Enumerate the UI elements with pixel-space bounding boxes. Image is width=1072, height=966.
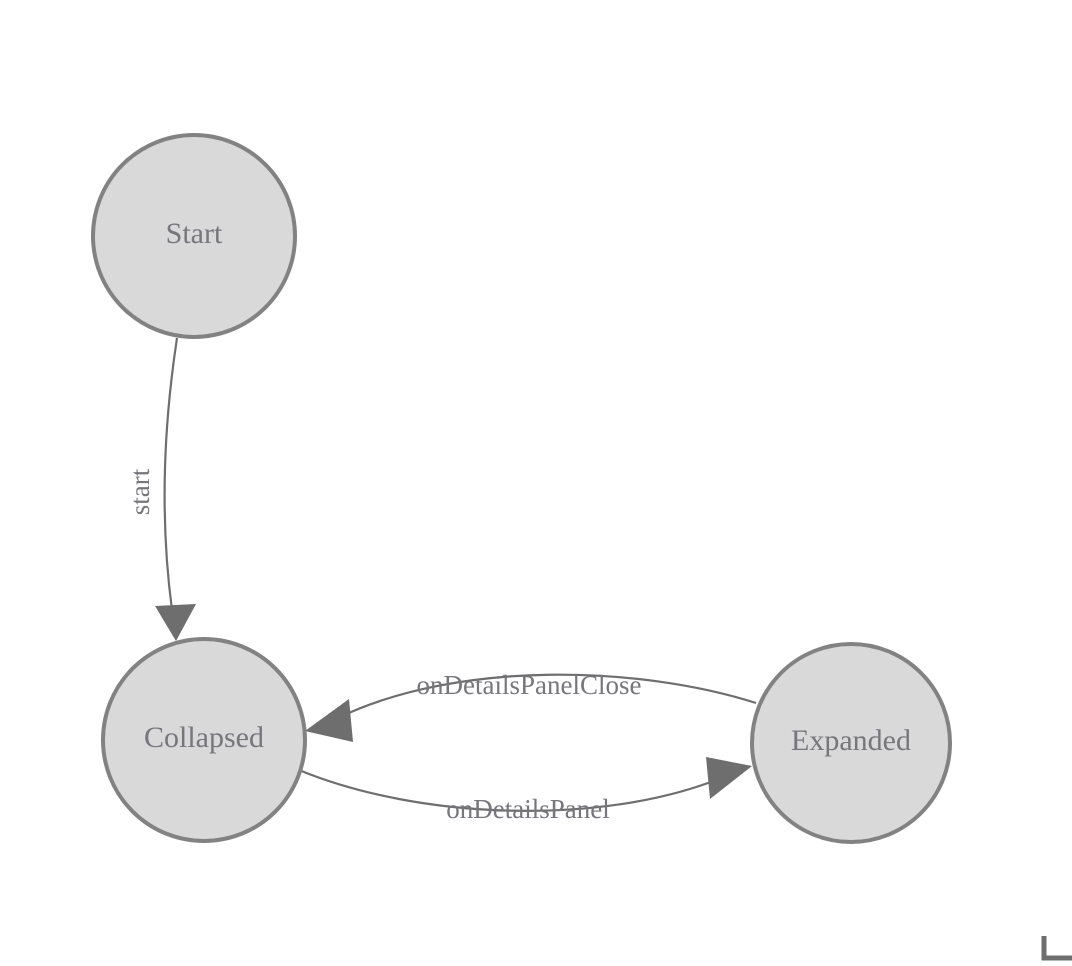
node-shape — [750, 642, 952, 844]
node-collapsed[interactable]: Collapsed — [101, 637, 307, 843]
arrowhead-icon — [305, 699, 353, 742]
node-shape — [91, 133, 297, 339]
edge-label-on-details-panel: onDetailsPanel — [446, 794, 609, 824]
edge-collapsed-to-expanded[interactable]: onDetailsPanel — [298, 757, 752, 824]
edge-path — [339, 673, 757, 718]
node-shape — [101, 637, 307, 843]
node-label: Start — [166, 217, 223, 250]
resize-corner-handle[interactable] — [1041, 936, 1072, 961]
arrowhead-icon — [706, 757, 752, 799]
node-label: Collapsed — [144, 721, 264, 754]
edge-label-on-details-panel-close: onDetailsPanelClose — [417, 670, 642, 700]
arrowhead-icon — [155, 604, 196, 641]
node-expanded[interactable]: Expanded — [750, 642, 952, 844]
edge-expanded-to-collapsed[interactable]: onDetailsPanelClose — [305, 670, 757, 742]
edge-label-start: start — [125, 468, 155, 515]
edge-path — [163, 337, 179, 611]
edge-start-to-collapsed[interactable]: start — [125, 337, 196, 641]
edge-path — [298, 768, 717, 812]
node-start[interactable]: Start — [91, 133, 297, 339]
node-label: Expanded — [791, 724, 911, 757]
